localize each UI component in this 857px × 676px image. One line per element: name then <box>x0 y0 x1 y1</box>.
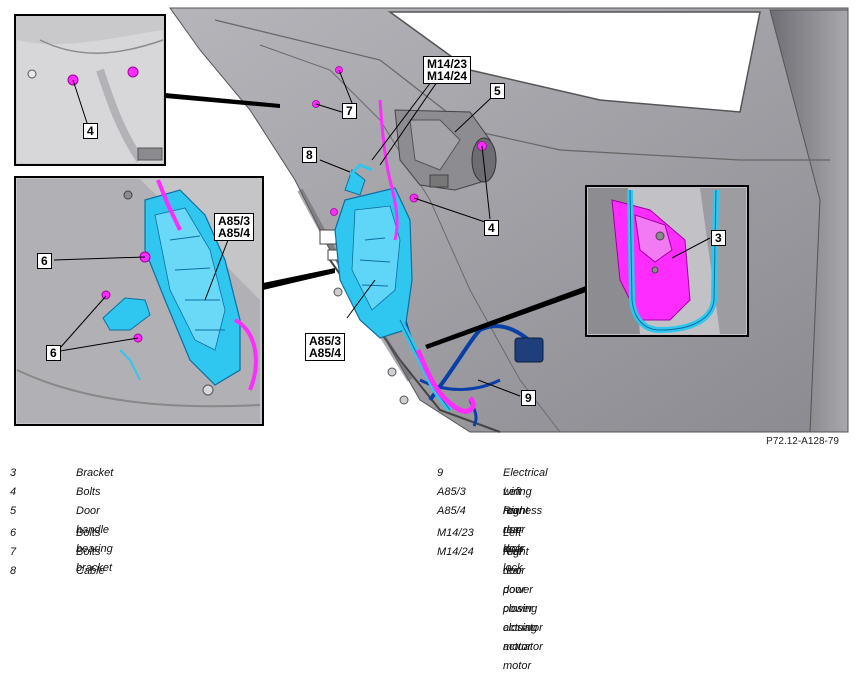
legend-key: 3 <box>10 467 17 479</box>
legend-key: 5 <box>10 505 17 517</box>
figure-code: P72.12-A128-79 <box>766 436 839 447</box>
release-cable <box>348 99 476 414</box>
legend-key: 9 <box>437 467 444 479</box>
inset-b-leader <box>263 268 335 290</box>
legend-desc: Left rear door lock <box>503 486 526 555</box>
legend-desc: Door handle bearing bracket <box>76 505 113 574</box>
callout-4-inset: 4 <box>83 123 98 139</box>
legend-desc: Right rear door lock <box>503 505 529 574</box>
legend-key: A85/3 <box>437 486 466 498</box>
legend-key: 4 <box>10 486 17 498</box>
legend-desc: Right rear door power closing actuator m… <box>503 546 543 672</box>
legend-desc: Bolts <box>76 527 101 539</box>
callout-8: 8 <box>302 147 317 163</box>
callout-7: 7 <box>342 103 357 119</box>
callout-a85-main: A85/3 A85/4 <box>305 333 346 361</box>
door-handle-bracket <box>394 109 497 191</box>
inset-a-leader <box>165 93 280 108</box>
legend-key: M14/24 <box>437 546 474 558</box>
bolts-main <box>312 66 487 216</box>
callout-a85-inset: A85/3 A85/4 <box>214 213 255 241</box>
callout-m14: M14/23 M14/24 <box>423 56 472 84</box>
diagram-drawing <box>14 7 849 433</box>
inset-bolts-4 <box>14 14 166 166</box>
legend-key: A85/4 <box>437 505 466 517</box>
callout-5: 5 <box>490 83 505 99</box>
legend-key: 6 <box>10 527 17 539</box>
legend-key: 7 <box>10 546 17 558</box>
callout-6-upper: 6 <box>37 253 52 269</box>
main-leaders <box>315 69 521 397</box>
callout-9: 9 <box>521 390 536 406</box>
legend-desc: Bolts <box>76 486 101 498</box>
inset-bracket-3 <box>585 185 749 337</box>
inset-c-leader <box>425 286 586 349</box>
legend-desc: Bolts <box>76 546 101 558</box>
callout-4-main: 4 <box>484 220 499 236</box>
legend-key: M14/23 <box>437 527 474 539</box>
legend-desc: Electrical wiring harness <box>503 467 548 517</box>
door-lock-main <box>334 169 453 412</box>
door-lock-diagram: 4 7 M14/23 M14/24 5 8 4 3 A85/3 A85/4 6 … <box>14 7 849 433</box>
callout-3: 3 <box>711 230 726 246</box>
legend-desc: Bracket <box>76 467 114 479</box>
legend: 3 Bracket 4 Bolts 5 Door handle bearing … <box>0 464 857 672</box>
callout-6-lower: 6 <box>46 345 61 361</box>
legend-desc: Cable <box>76 565 105 577</box>
legend-key: 8 <box>10 565 17 577</box>
